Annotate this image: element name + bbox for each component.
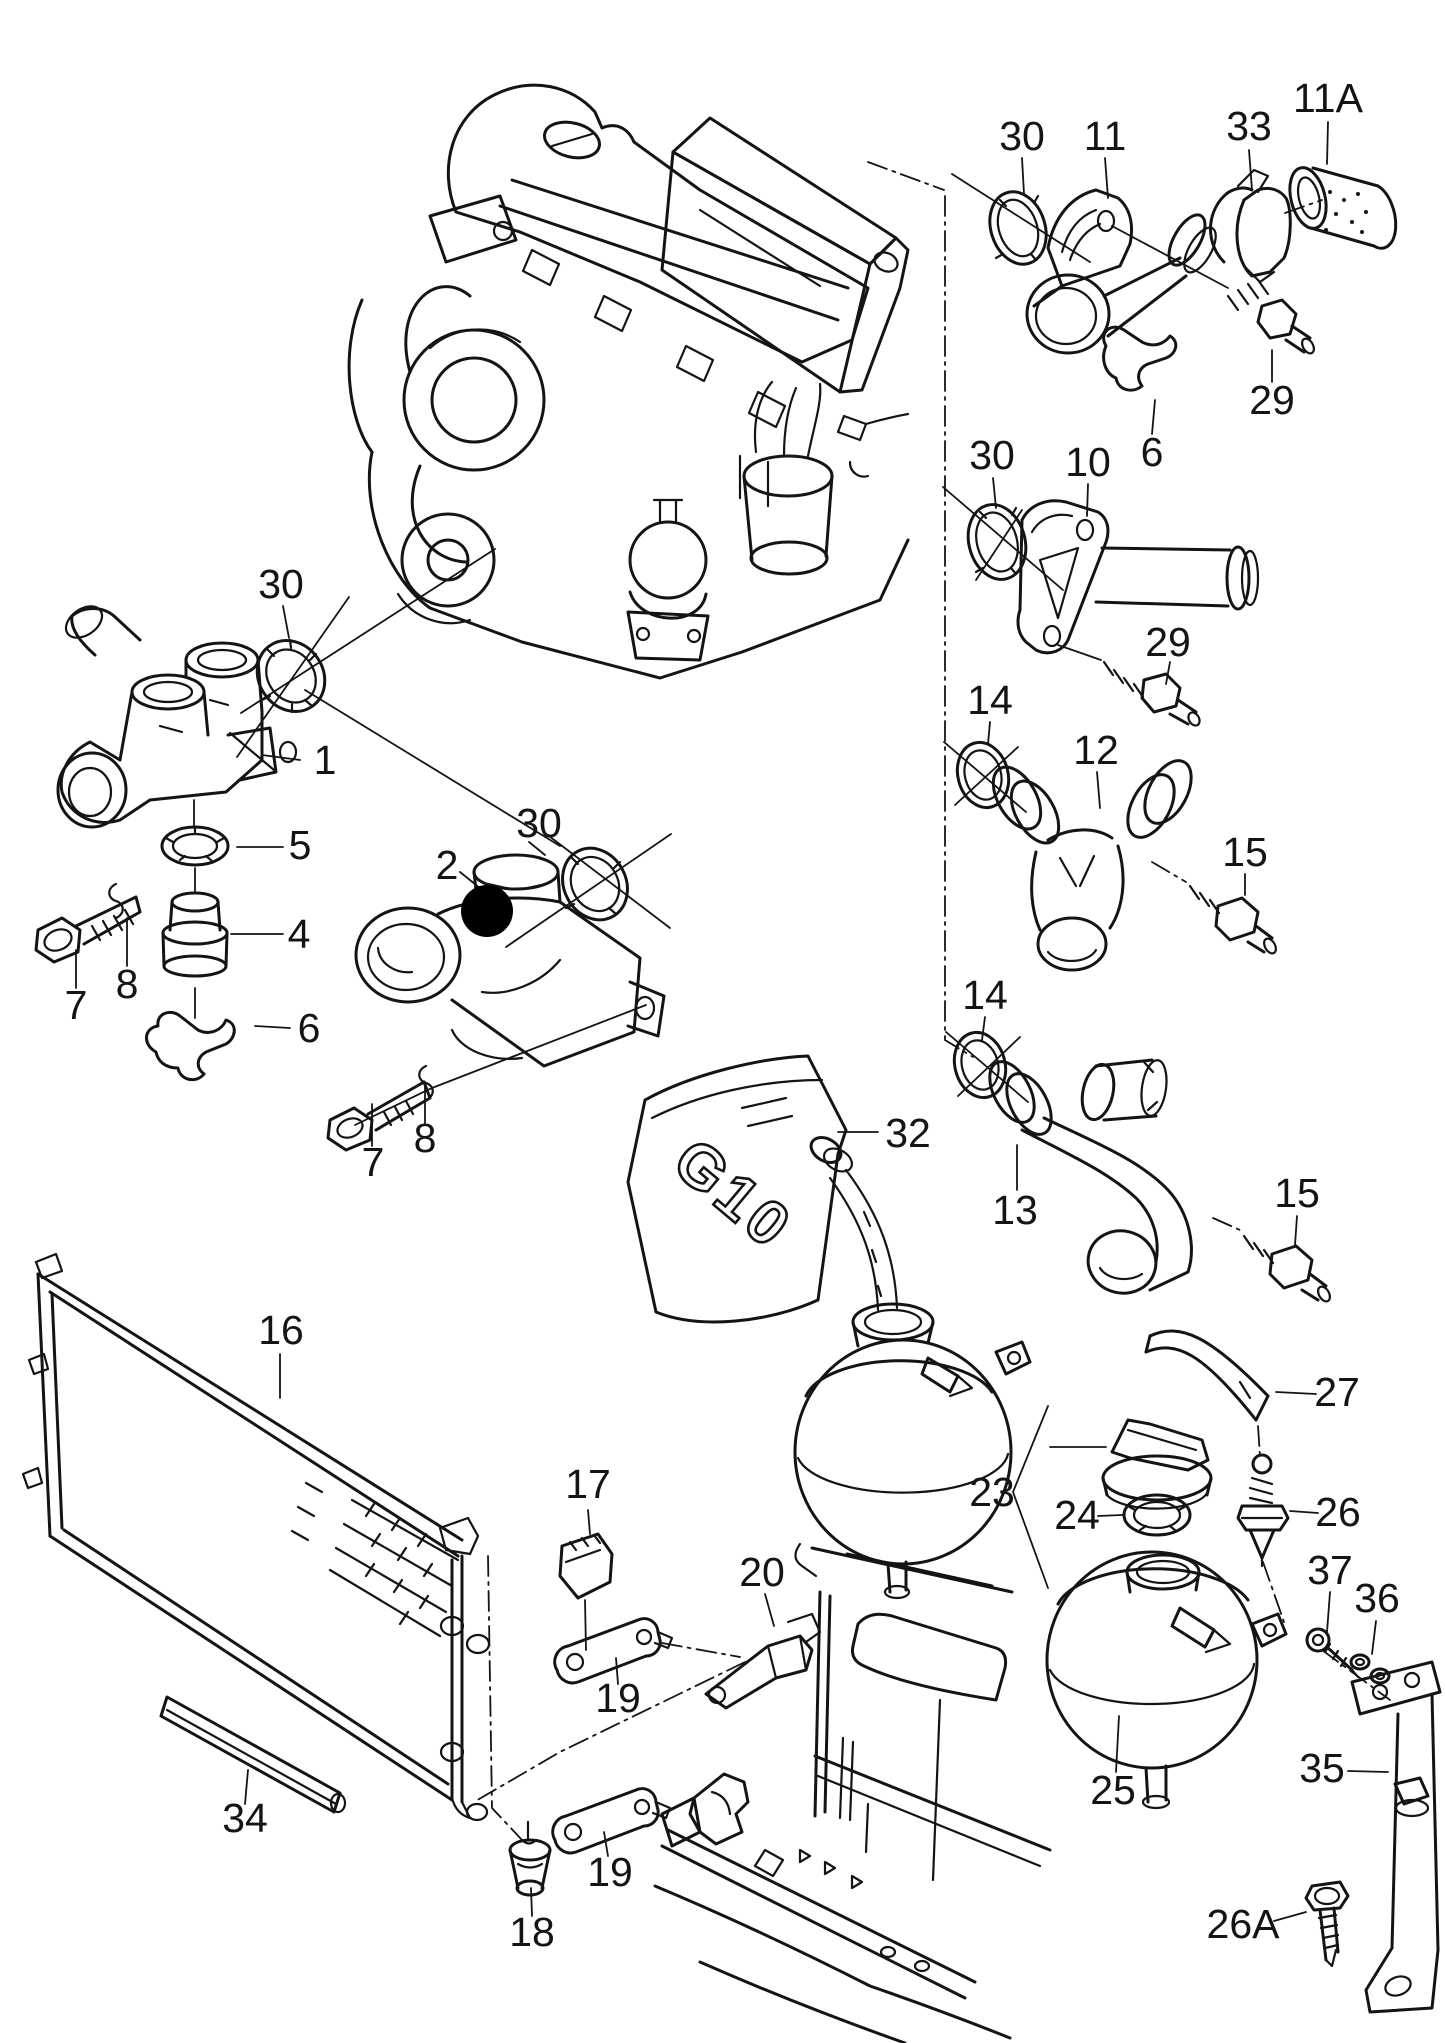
part-label-26A[interactable]: 26A (1207, 1901, 1281, 1947)
link-arm-19-upper (553, 1617, 674, 1685)
part-label-4[interactable]: 4 (288, 911, 311, 957)
part-label-6-left[interactable]: 6 (298, 1005, 321, 1051)
part-label-19-lower[interactable]: 19 (587, 1849, 633, 1895)
lower-body-bracket (660, 1772, 750, 1848)
part-label-29-top[interactable]: 29 (1249, 377, 1295, 423)
coolant-flange-11-drawing (1025, 188, 1217, 355)
part-label-13[interactable]: 13 (992, 1187, 1038, 1233)
cap-plug-11A (1288, 166, 1398, 250)
part-label-12[interactable]: 12 (1073, 727, 1119, 773)
part-label-10[interactable]: 10 (1065, 439, 1111, 485)
body-bracket-20 (704, 1612, 822, 1710)
gasket-ring-30-left (255, 638, 327, 714)
screw-37 (1305, 1627, 1360, 1679)
part-label-7-centre[interactable]: 7 (362, 1139, 385, 1185)
seal-ring-5 (160, 825, 230, 867)
part-label-19-upper[interactable]: 19 (595, 1675, 641, 1721)
part-label-8-centre[interactable]: 8 (414, 1115, 437, 1161)
engine-assembly-drawing (347, 83, 910, 680)
part-label-1[interactable]: 1 (314, 737, 337, 783)
clip-8-left (108, 882, 124, 920)
thermostat-plug-4 (161, 891, 229, 978)
part-label-16[interactable]: 16 (258, 1307, 304, 1353)
part-label-37[interactable]: 37 (1307, 1547, 1353, 1593)
part-label-11[interactable]: 11 (1084, 113, 1127, 159)
elbow-pipe-13-drawing (988, 1058, 1193, 1295)
oring-14-lower (952, 1030, 1008, 1100)
sensor-bolt-29-mid (1102, 660, 1201, 727)
part-label-29-mid[interactable]: 29 (1145, 619, 1191, 665)
coolant-jug-32-drawing: G10 (626, 1054, 899, 1324)
part-number-callouts: 30 11 33 11A 29 6 30 10 29 14 12 15 14 1… (65, 75, 1400, 1955)
part-label-24[interactable]: 24 (1054, 1492, 1100, 1538)
mounting-strap-27 (1144, 1329, 1270, 1422)
three-way-connector-12 (991, 759, 1193, 972)
part-label-7-left[interactable]: 7 (65, 982, 88, 1028)
part-label-8-left[interactable]: 8 (116, 961, 139, 1007)
part-label-32[interactable]: 32 (885, 1110, 931, 1156)
part-label-18[interactable]: 18 (509, 1909, 555, 1955)
sensor-bolt-15-upper (1188, 884, 1277, 955)
coolant-flange-2-drawing (354, 853, 666, 1068)
bleed-valve-26 (1236, 1453, 1290, 1568)
sensor-bolt-29-top (1226, 278, 1315, 355)
expansion-tank-25-drawing (1045, 1550, 1288, 1810)
oring-30-mid (966, 503, 1028, 581)
part-label-15-upper[interactable]: 15 (1222, 829, 1268, 875)
selected-part-marker[interactable] (461, 885, 513, 937)
part-label-2[interactable]: 2 (436, 842, 459, 888)
part-label-30-left[interactable]: 30 (258, 561, 304, 607)
part-label-26[interactable]: 26 (1315, 1489, 1361, 1535)
callout-leader-lines (75, 121, 1389, 1922)
bolt-7-centre (326, 1080, 432, 1152)
trim-strip-34 (159, 1695, 347, 1814)
clip-8-centre (418, 1064, 434, 1102)
screw-26A (1304, 1880, 1350, 1968)
part-label-14-lower[interactable]: 14 (962, 972, 1008, 1018)
part-label-23[interactable]: 23 (969, 1469, 1015, 1515)
bracket-35-drawing (1350, 1660, 1442, 2014)
bolt-7-left (34, 895, 142, 964)
part-label-15-lower[interactable]: 15 (1274, 1170, 1320, 1216)
part-label-14-upper[interactable]: 14 (967, 677, 1013, 723)
part-label-34[interactable]: 34 (222, 1795, 268, 1841)
part-label-35[interactable]: 35 (1299, 1745, 1345, 1791)
part-label-25[interactable]: 25 (1090, 1767, 1136, 1813)
part-label-30-mid[interactable]: 30 (969, 432, 1015, 478)
sensor-bolt-15-lower (1242, 1234, 1331, 1303)
car-body-panel-drawing (653, 1542, 1052, 2043)
part-label-30-top[interactable]: 30 (999, 113, 1045, 159)
part-label-6-top[interactable]: 6 (1141, 429, 1164, 475)
spring-clip-6-top (1102, 325, 1178, 392)
gasket-ring-30-centre (561, 846, 629, 922)
part-label-33[interactable]: 33 (1226, 103, 1272, 149)
cone-mount-18 (508, 1820, 552, 1897)
spring-clip-6-left (145, 1010, 236, 1082)
part-label-11A[interactable]: 11A (1293, 75, 1364, 121)
part-label-20[interactable]: 20 (739, 1549, 785, 1595)
part-label-30-centre[interactable]: 30 (516, 800, 562, 846)
coolant-flange-10-drawing (1016, 499, 1260, 655)
part-label-27[interactable]: 27 (1314, 1369, 1360, 1415)
seal-ring-24 (1122, 1493, 1192, 1537)
tank-cap-drawing (1101, 1418, 1213, 1510)
oring-30-top (988, 190, 1048, 266)
rubber-mount-17 (558, 1532, 614, 1600)
expansion-tank-upper-drawing (793, 1302, 1032, 1600)
part-label-36[interactable]: 36 (1354, 1575, 1400, 1621)
jug-brand-text: G10 (661, 1126, 807, 1264)
part-label-17[interactable]: 17 (565, 1461, 611, 1507)
retaining-clip-33 (1209, 168, 1292, 284)
radiator-16-drawing (21, 1252, 491, 1822)
coolant-flange-1-drawing (56, 605, 298, 829)
link-arm-19-lower (551, 1787, 672, 1855)
part-label-5[interactable]: 5 (289, 822, 312, 868)
